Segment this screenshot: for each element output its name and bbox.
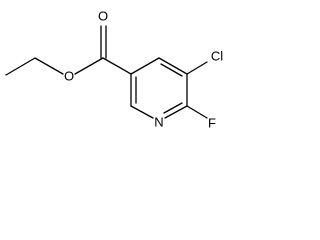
bond-ring-c3-c4 xyxy=(130,57,160,75)
atom-labels: O O Cl F N xyxy=(64,9,223,131)
bond-ring-c6-n xyxy=(164,105,188,119)
atom-ring-nitrogen: N xyxy=(154,115,163,130)
bond-carbonyl-c-ring xyxy=(102,57,132,75)
atom-chlorine: Cl xyxy=(211,49,223,64)
atom-carbonyl-oxygen: O xyxy=(98,9,108,24)
bond-c6-f xyxy=(186,105,208,119)
bond-ring-c4-c5-inner xyxy=(160,63,183,77)
bond-lines xyxy=(5,25,208,119)
bond-o-carbonyl-c xyxy=(74,57,104,75)
bond-c5-cl xyxy=(186,61,208,75)
atom-fluorine: F xyxy=(208,116,216,131)
atom-ester-oxygen: O xyxy=(64,69,74,84)
bond-ch2-o xyxy=(34,57,64,75)
bond-ring-c6-n-inner xyxy=(163,102,183,114)
bond-ch3-ch2 xyxy=(5,57,36,76)
bond-ring-c4-c5 xyxy=(158,57,188,75)
chemical-structure: O O Cl F N xyxy=(5,9,223,131)
bond-ring-n-c2 xyxy=(130,105,154,119)
